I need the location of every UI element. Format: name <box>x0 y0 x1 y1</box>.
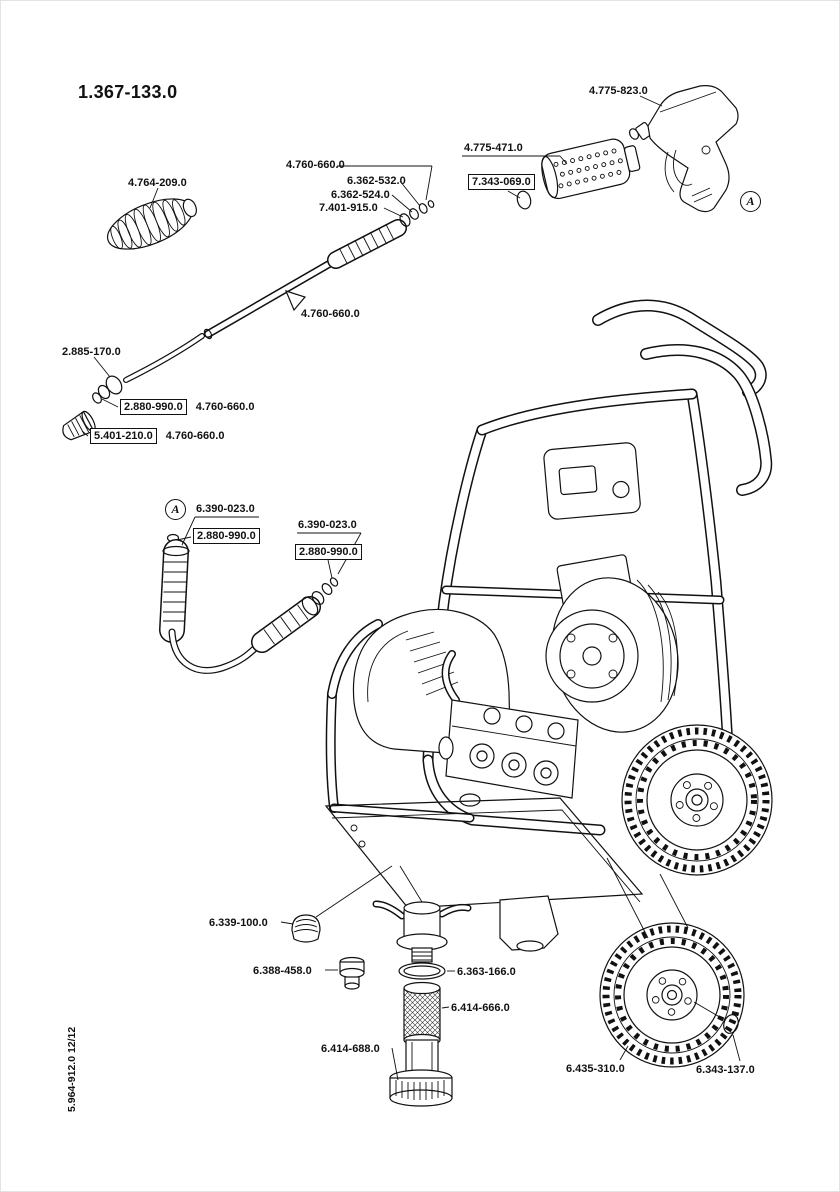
leader-lines <box>81 95 741 1081</box>
part-label-nozzle-cap-ref: 4.760-660.0 <box>165 430 225 442</box>
part-label-grip-sleeve: 7.343-069.0 <box>468 174 535 190</box>
rotary-nozzle-drawing <box>107 198 197 250</box>
part-label-hose-fitting: 2.885-170.0 <box>62 346 121 358</box>
callout-a-gun: A <box>740 191 761 212</box>
reference-arrow-icon <box>284 290 307 312</box>
part-label-lance-top: 4.760-660.0 <box>286 159 345 171</box>
wheel-oring-drawing <box>723 1014 739 1034</box>
part-label-seal-2: 6.362-524.0 <box>331 189 390 201</box>
coupling-rings-drawing <box>399 200 435 227</box>
part-label-filter-oring: 6.363-166.0 <box>457 966 516 978</box>
water-filter-drawing <box>291 900 472 1107</box>
front-wheel-drawing <box>599 922 745 1068</box>
part-label-filter-housing: 6.414-688.0 <box>321 1043 380 1055</box>
page-title: 1.367-133.0 <box>78 82 178 102</box>
part-label-union-pair: 2.880-990.0 4.760-660.0 <box>120 399 254 415</box>
foot-drawing <box>499 895 559 952</box>
pump-drawing <box>438 650 579 807</box>
part-label-wheel: 6.435-310.0 <box>566 1063 625 1075</box>
part-label-hose-oring-1: 2.880-990.0 <box>193 528 260 544</box>
callout-a-hose: A <box>165 499 186 520</box>
grip-sleeve-drawing <box>516 138 641 210</box>
part-label-plug-cap: 6.339-100.0 <box>209 917 268 929</box>
part-label-union-ref: 4.760-660.0 <box>195 401 255 413</box>
rear-wheel-drawing <box>621 724 773 876</box>
hose-fittings-drawing <box>92 333 205 404</box>
spray-lance-drawing <box>203 219 407 340</box>
part-label-trigger-gun: 4.775-823.0 <box>589 85 648 97</box>
part-label-hose-oring-2: 2.880-990.0 <box>295 544 362 560</box>
nozzle-cap-drawing <box>62 410 96 441</box>
control-panel-drawing <box>543 442 641 520</box>
part-label-nozzle-cap-pair: 5.401-210.0 4.760-660.0 <box>90 428 224 444</box>
part-label-hose-grip-2: 6.390-023.0 <box>298 519 357 531</box>
trigger-gun-drawing <box>628 85 739 213</box>
part-label-lance-mid: 4.760-660.0 <box>301 308 360 320</box>
hose-drawing <box>159 533 339 674</box>
part-label-filter-insert: 6.414-666.0 <box>451 1002 510 1014</box>
part-label-seal-3: 7.401-915.0 <box>319 202 378 214</box>
part-label-inlet-nipple: 6.388-458.0 <box>253 965 312 977</box>
doc-number-vertical: 5.964-912.0 12/12 <box>66 1026 78 1112</box>
motor-drawing <box>545 554 679 733</box>
part-label-union-box: 2.880-990.0 <box>120 399 187 415</box>
part-label-hose-grip-1: 6.390-023.0 <box>196 503 255 515</box>
part-label-grip-sleeve-assembly: 4.775-471.0 <box>464 142 523 154</box>
part-label-wheel-oring: 6.343-137.0 <box>696 1064 755 1076</box>
part-label-seal-1: 6.362-532.0 <box>347 175 406 187</box>
part-label-rotary-nozzle: 4.764-209.0 <box>128 177 187 189</box>
part-label-nozzle-cap-box: 5.401-210.0 <box>90 428 157 444</box>
